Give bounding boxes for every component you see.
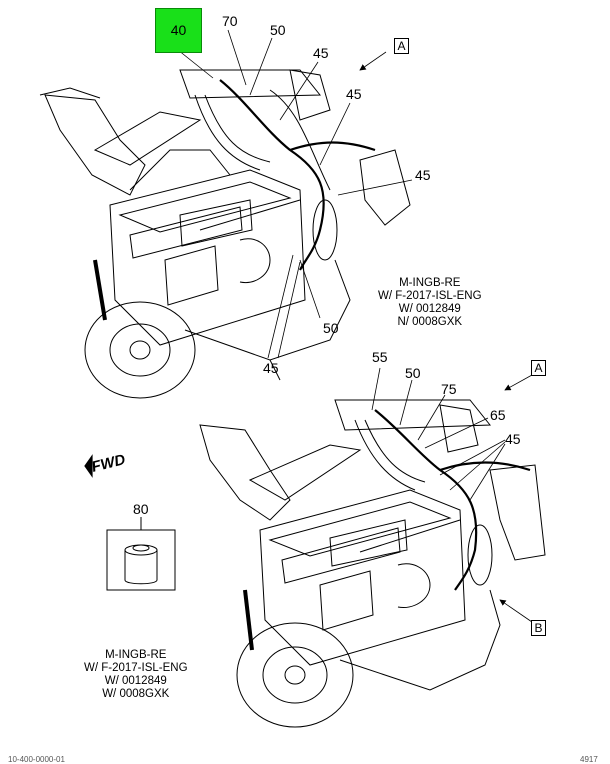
- callout-label: 70: [222, 13, 238, 29]
- callout-label: 50: [270, 22, 286, 38]
- note-line: M-INGB-RE: [105, 649, 167, 661]
- top-callout-leaders: [177, 29, 413, 359]
- note-line: W/ F-2017-ISL-ENG: [84, 662, 188, 674]
- note-line: M-INGB-RE: [399, 277, 461, 289]
- kit-callout-label: 80: [133, 501, 149, 517]
- bottom-callout-labels: 55 50 75 65 45: [372, 349, 521, 447]
- kit-item-illustration: [106, 517, 176, 591]
- config-note-top: M-INGB-RE W/ F-2017-ISL-ENG W/ 0012849 N…: [378, 277, 482, 329]
- callout-label: 45: [313, 45, 329, 61]
- callout-label: 45: [346, 86, 362, 102]
- note-line: W/ 0008GXK: [102, 688, 170, 700]
- config-note-bottom: M-INGB-RE W/ F-2017-ISL-ENG W/ 0012849 W…: [84, 649, 188, 701]
- view-ref-b-bottom: B: [531, 620, 546, 636]
- callout-label: 50: [323, 320, 339, 336]
- bottom-callout-leaders: [371, 367, 533, 623]
- note-line: W/ F-2017-ISL-ENG: [378, 290, 482, 302]
- top-engine-illustration: [39, 69, 411, 399]
- callout-label: 65: [490, 407, 506, 423]
- note-line: N/ 0008GXK: [397, 316, 463, 328]
- note-line: W/ 0012849: [104, 675, 167, 687]
- callout-label: 50: [405, 365, 421, 381]
- callout-label: 45: [415, 167, 431, 183]
- footer-doc-id: 10-400-0000-01: [8, 755, 65, 764]
- highlighted-callout[interactable]: 40: [155, 8, 202, 53]
- view-ref-a-bottom: A: [531, 360, 546, 376]
- note-line: W/ 0012849: [398, 303, 461, 315]
- view-ref-a-top: A: [394, 38, 409, 54]
- callout-label: 55: [372, 349, 388, 365]
- bottom-engine-illustration: [199, 399, 546, 728]
- callout-label: 45: [505, 431, 521, 447]
- fwd-label: FWD: [90, 451, 127, 476]
- fwd-arrow-icon: [84, 454, 93, 478]
- callout-label: 45: [263, 360, 279, 376]
- top-callout-labels: 70 50 45 45 45 50 45: [222, 13, 431, 376]
- callout-label: 75: [441, 381, 457, 397]
- footer-page-ref: 4917: [580, 755, 598, 764]
